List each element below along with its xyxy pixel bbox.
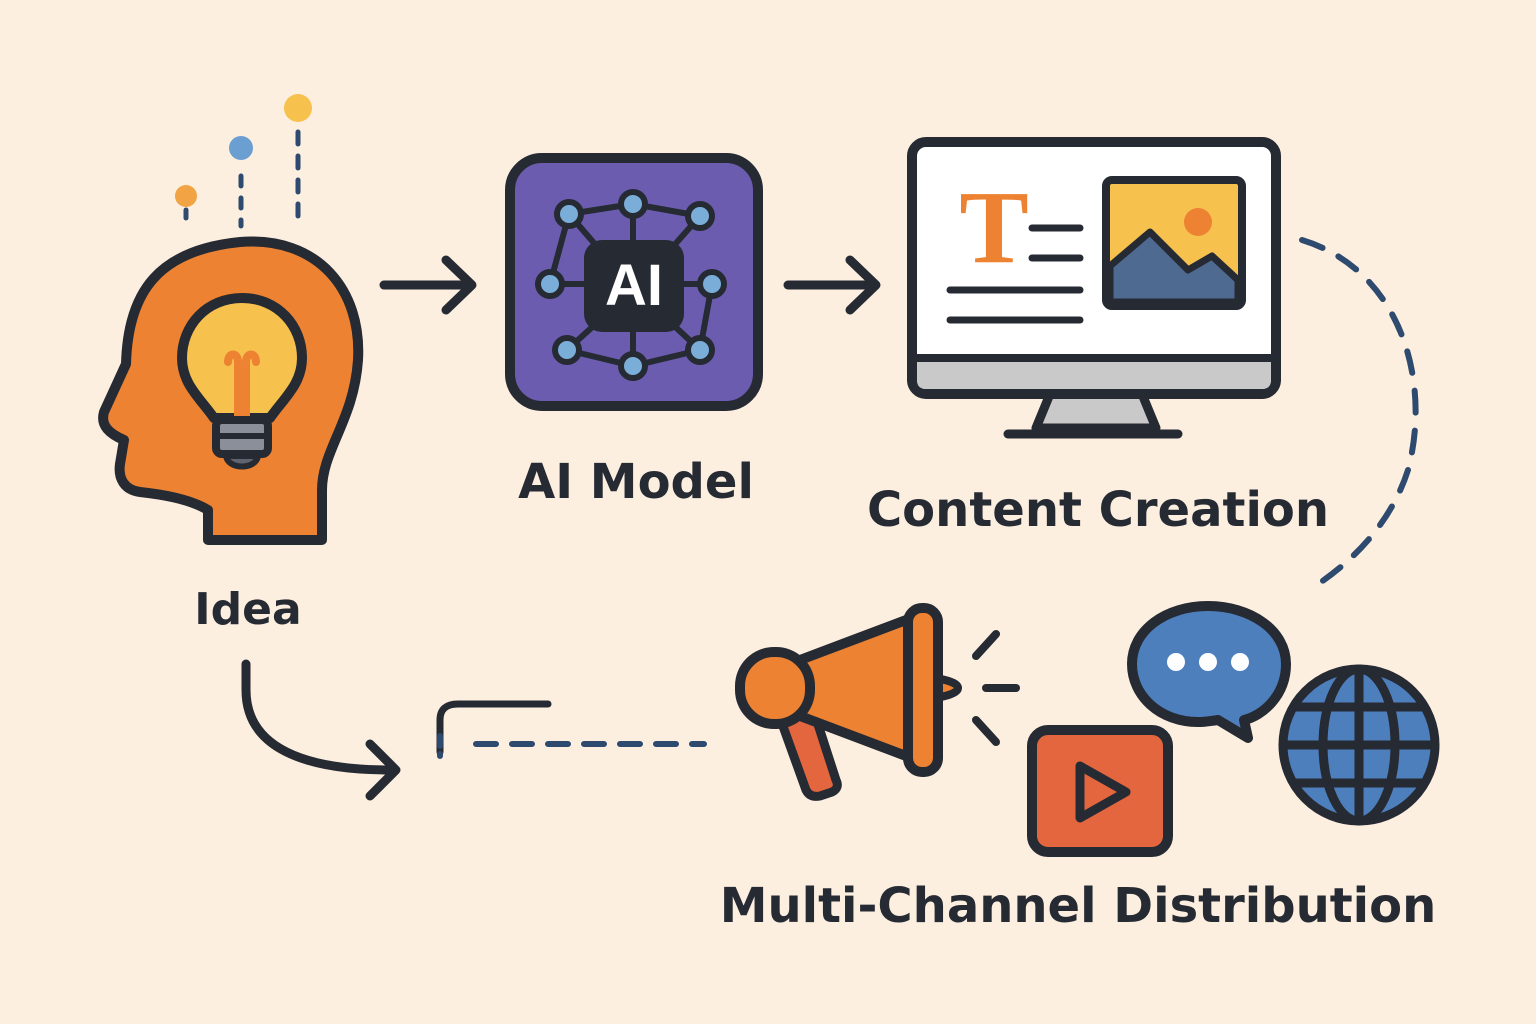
text-lines xyxy=(946,224,1084,324)
arrow-idea-to-ai xyxy=(379,255,477,315)
label-content-creation: Content Creation xyxy=(867,482,1329,538)
globe-icon xyxy=(1278,664,1440,826)
label-idea: Idea xyxy=(194,584,301,635)
dashed-connector-to-megaphone xyxy=(436,700,707,759)
dashed-connector-content-to-distribution xyxy=(1299,237,1419,591)
ai-chip-text: AI xyxy=(605,253,663,318)
neural-nodes xyxy=(535,189,727,381)
megaphone-icon xyxy=(735,603,1020,801)
video-play-icon xyxy=(1027,725,1173,857)
speech-bubble-icon xyxy=(1127,601,1291,743)
label-ai-model: AI Model xyxy=(518,454,754,510)
text-tool-glyph: T xyxy=(959,170,1028,285)
image-thumbnail-icon xyxy=(1102,176,1246,310)
arrow-ai-to-content xyxy=(783,255,881,315)
ai-chip-icon: AI xyxy=(505,153,763,411)
ai-core xyxy=(584,240,684,332)
label-multi-channel-distribution: Multi-Channel Distribution xyxy=(720,878,1437,934)
head-lightbulb-icon xyxy=(98,236,364,545)
arrow-idea-to-distribution xyxy=(241,659,401,801)
sound-waves xyxy=(972,630,1020,746)
lightbulb-filament xyxy=(224,350,260,422)
thought-dots-icon xyxy=(175,94,312,231)
monitor-icon: T xyxy=(907,137,1281,439)
